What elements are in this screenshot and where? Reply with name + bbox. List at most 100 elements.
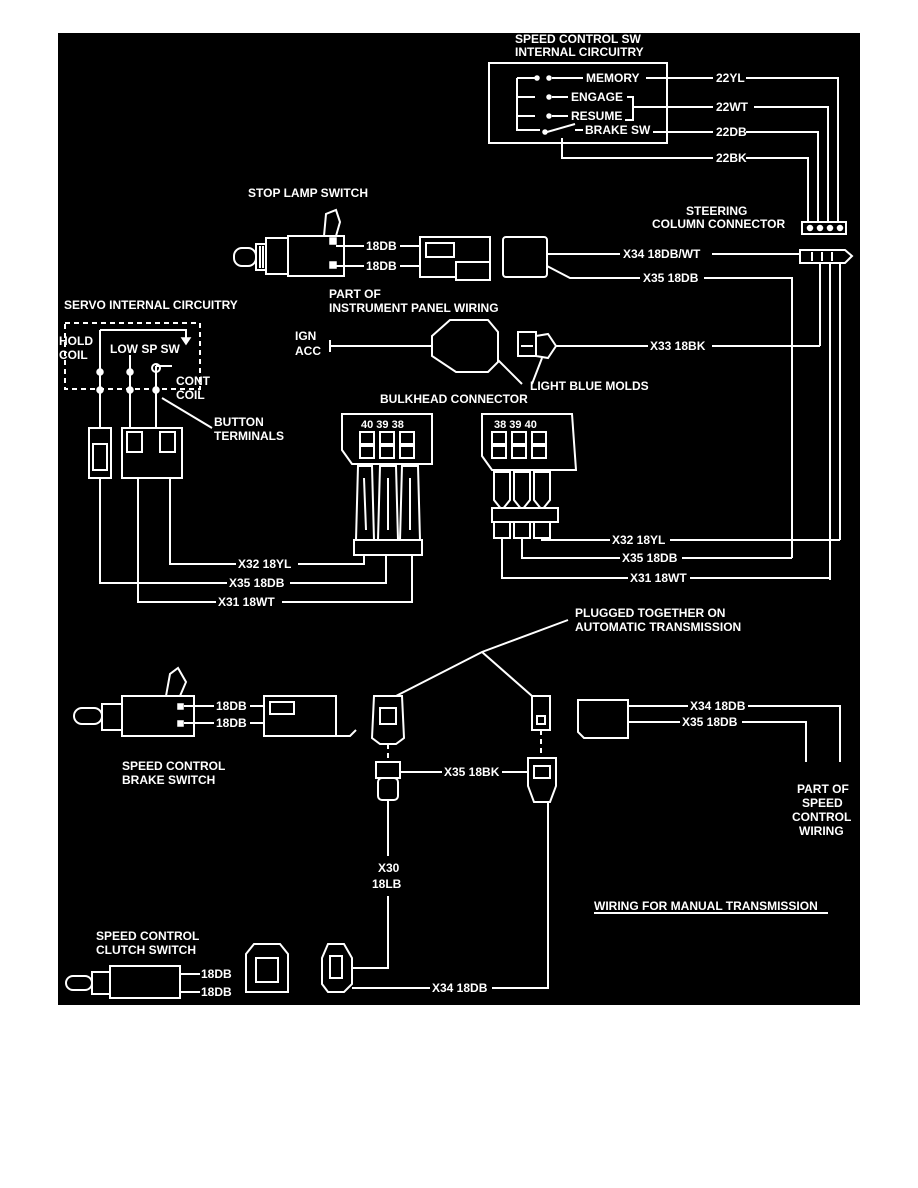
x30-label-2: 18LB <box>372 877 402 891</box>
stop-lamp-mate <box>502 236 548 278</box>
molds-leader-2 <box>531 357 543 385</box>
brake-contact <box>546 123 583 133</box>
clutch-plug-inner <box>255 957 279 983</box>
left-x31-a <box>137 478 216 603</box>
brake-wire-2-label: 18DB <box>216 716 247 730</box>
cont-coil-1: CONT <box>176 374 211 388</box>
plugged-leader <box>395 619 569 697</box>
br-terminal-1 <box>493 471 511 512</box>
x30-b <box>352 896 389 969</box>
stop-wire-2-label: 18DB <box>366 259 397 273</box>
brake-plunger <box>73 707 103 725</box>
ip-label-2: INSTRUMENT PANEL WIRING <box>329 301 499 315</box>
bl-terminal-base <box>353 539 423 556</box>
steering-lower-plug <box>799 249 854 264</box>
auto-conn-left-inner <box>379 707 397 725</box>
stop-lamp-plug-tab <box>455 261 491 281</box>
mid-node <box>126 368 134 376</box>
part-of-1: PART OF <box>797 782 849 796</box>
bl-cell-4 <box>359 445 375 459</box>
memory-dot <box>534 75 540 81</box>
x34-bottom-a <box>492 802 549 989</box>
wire-22yl-label: 22YL <box>716 71 745 85</box>
br-cell-2 <box>511 431 527 445</box>
speed-control-plug <box>577 699 629 739</box>
button-terminals-2: TERMINALS <box>214 429 284 443</box>
clutch-plug <box>245 943 289 993</box>
right-x31-label: X31 18WT <box>630 571 687 585</box>
left-x32-label: X32 18YL <box>238 557 291 571</box>
manual-transmission: PLUGGED TOGETHER ON AUTOMATIC TRANSMISSI… <box>65 606 851 999</box>
brake-switch-label-2: BRAKE SWITCH <box>122 773 215 787</box>
resume-label: RESUME <box>571 109 622 123</box>
brake-bracket <box>164 666 188 697</box>
brake-term-2 <box>177 720 184 727</box>
diagram-panel <box>58 33 860 1005</box>
ip-label-1: PART OF <box>329 287 381 301</box>
pin-4 <box>836 224 844 232</box>
servo-title: SERVO INTERNAL CIRCUITRY <box>64 298 238 312</box>
auto-conn-right-inner <box>536 715 546 725</box>
switch-title-1: SPEED CONTROL SW <box>515 32 641 46</box>
hold-node <box>96 368 104 376</box>
clutch-mate-connector <box>321 943 353 993</box>
bl-cell-3 <box>399 431 415 445</box>
steering-label-2: COLUMN CONNECTOR <box>652 217 785 231</box>
plugged-label-2: AUTOMATIC TRANSMISSION <box>575 620 741 634</box>
man-x34-b <box>748 705 841 762</box>
man-x34-label: X34 18DB <box>690 699 746 713</box>
left-x35-label: X35 18DB <box>229 576 285 590</box>
left-x32-a <box>169 478 236 565</box>
pin-3 <box>826 224 834 232</box>
x34-label: X34 18DB/WT <box>623 247 701 261</box>
right-x35-label: X35 18DB <box>622 551 678 565</box>
auto-conn-left <box>370 695 406 745</box>
x30-label-1: X30 <box>378 861 400 875</box>
br-terminal-3 <box>533 471 551 512</box>
stop-lamp-plug-slot <box>425 242 455 258</box>
servo-terminal-leads <box>99 390 157 428</box>
br-cup-3 <box>533 521 551 539</box>
switch-circuit: SPEED CONTROL SW INTERNAL CIRCUITRY MEMO… <box>488 32 839 222</box>
stop-lamp-title: STOP LAMP SWITCH <box>248 186 368 200</box>
pin-2 <box>816 224 824 232</box>
right-x35-a <box>521 538 620 559</box>
engage-label: ENGAGE <box>571 90 623 104</box>
servo: SERVO INTERNAL CIRCUITRY HOLD COIL LOW S… <box>59 298 284 479</box>
part-of-2: SPEED <box>802 796 843 810</box>
wire-22bk-label: 22BK <box>716 151 747 165</box>
clutch-plunger <box>65 975 93 991</box>
steering-column-connector: STEERING COLUMN CONNECTOR <box>652 204 854 580</box>
clutch-label-1: SPEED CONTROL <box>96 929 199 943</box>
br-cell-6 <box>531 445 547 459</box>
stop-lamp-bracket <box>322 208 342 237</box>
hold-coil-1: HOLD <box>59 334 93 348</box>
clutch-nut <box>91 971 111 995</box>
wire-22bk-a <box>561 138 713 159</box>
manual-conn-left-top <box>375 761 401 779</box>
stop-lamp-collar <box>265 237 289 275</box>
right-x32-label: X32 18YL <box>612 533 665 547</box>
bulkhead-connector: BULKHEAD CONNECTOR 40 39 38 38 39 40 <box>341 392 840 585</box>
br-cup-1 <box>493 521 511 539</box>
x35bk-label: X35 18BK <box>444 765 500 779</box>
molds-label: LIGHT BLUE MOLDS <box>530 379 649 393</box>
x35-b <box>704 277 793 558</box>
servo-wiring: X32 18YL X35 18DB X31 18WT <box>99 478 413 609</box>
bulkhead-left-body <box>341 413 433 465</box>
memory-label: MEMORY <box>586 71 640 85</box>
molds-leader-1 <box>497 359 523 385</box>
wire-22yl-b <box>746 77 839 222</box>
engage-dot <box>546 94 552 100</box>
resume-dot <box>546 113 552 119</box>
brake-nut <box>101 703 123 731</box>
brake-dot <box>542 129 548 135</box>
clutch-wire-2-label: 18DB <box>201 985 232 999</box>
hold-coil-2: COIL <box>59 348 88 362</box>
brake-body <box>121 695 195 737</box>
ign-label: IGN <box>295 329 316 343</box>
left-x31-b <box>282 555 413 603</box>
wire-22bk-b <box>746 157 809 222</box>
brake-switch-label-1: SPEED CONTROL <box>122 759 225 773</box>
